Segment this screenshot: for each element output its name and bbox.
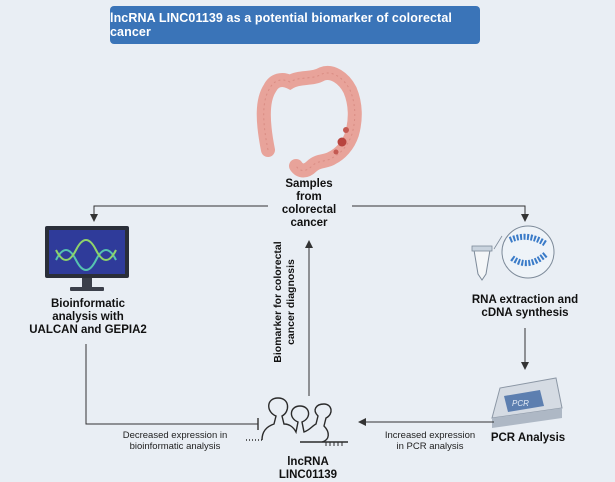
bioinformatic-label-line1: Bioinformatic <box>50 298 126 310</box>
increased-edge-label: Increased expression in PCR analysis <box>370 430 490 452</box>
bioinformatic-label-line3: UALCAN and GEPIA2 <box>29 324 147 336</box>
decreased-label-line2: bioinformatic analysis <box>129 441 221 452</box>
lncrna-structure-icon <box>246 397 348 446</box>
rna-extraction-label: RNA extraction and cDNA synthesis <box>455 294 595 320</box>
colon-icon <box>256 66 362 178</box>
pcr-machine-icon: PCR <box>491 377 563 428</box>
decreased-edge-label: Decreased expression in bioinformatic an… <box>100 430 250 452</box>
diagram-title: lncRNA LINC01139 as a potential biomarke… <box>110 6 480 44</box>
biomarker-label-line2: cancer diagnosis <box>285 259 297 345</box>
biomarker-label-line1: Biomarker for colorectal <box>272 241 284 363</box>
rna-tube-icon <box>471 225 555 281</box>
samples-label-line3: colorectal <box>281 204 337 216</box>
increased-label-line2: in PCR analysis <box>396 441 464 452</box>
samples-label-line1: Samples <box>285 178 333 190</box>
samples-label-line2: from <box>296 191 322 203</box>
samples-label-line4: cancer <box>290 217 328 229</box>
computer-monitor-icon <box>45 226 129 291</box>
lncrna-label-line2: LINC01139 <box>278 469 338 481</box>
lncrna-label: lncRNA LINC01139 <box>258 456 358 482</box>
arrow-samples-to-bioinformatic <box>90 205 268 222</box>
inhibit-bioinformatic-to-lncrna <box>85 344 258 425</box>
decreased-label-line1: Decreased expression in <box>122 430 228 441</box>
rna-label-line1: RNA extraction and <box>471 294 579 306</box>
pcr-device-text: PCR <box>512 399 529 408</box>
rna-label-line2: cDNA synthesis <box>481 307 569 319</box>
bioinformatic-label-line2: analysis with <box>52 311 124 323</box>
samples-label: Samples from colorectal cancer <box>268 178 350 230</box>
arrow-samples-to-rna <box>352 205 529 222</box>
lncrna-label-line1: lncRNA <box>287 456 329 468</box>
pcr-analysis-label: PCR Analysis <box>490 432 566 444</box>
bioinformatic-label: Bioinformatic analysis with UALCAN and G… <box>8 298 168 337</box>
biomarker-edge-label: Biomarker for colorectal cancer diagnosi… <box>272 222 302 382</box>
increased-label-line1: Increased expression <box>384 430 476 441</box>
